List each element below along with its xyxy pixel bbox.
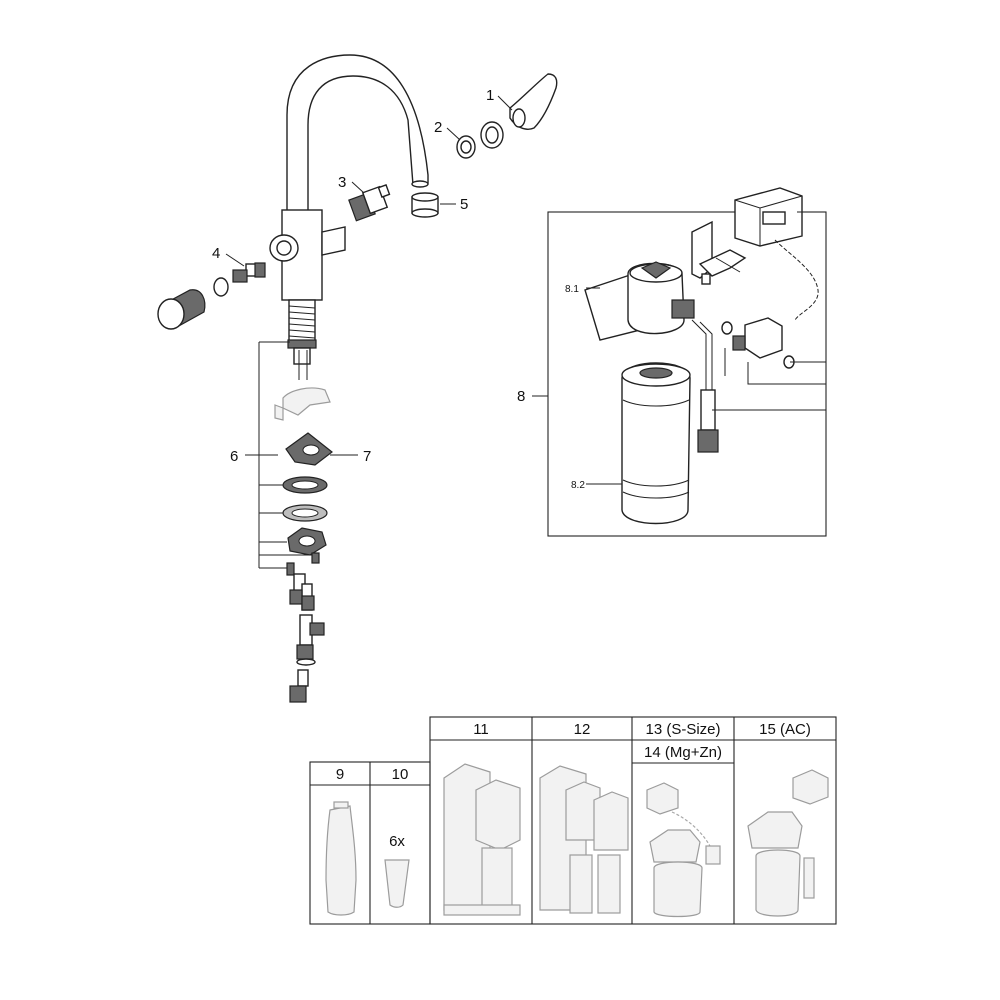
accessory-header-13: 13 (S-Size) xyxy=(645,721,720,738)
callout-2: 2 xyxy=(434,119,442,136)
callout-1: 1 xyxy=(486,87,494,104)
part-4-valve-knob xyxy=(157,253,266,330)
accessories-table xyxy=(309,716,837,925)
part-8-frame xyxy=(547,211,827,537)
part-8-filter-system xyxy=(532,187,827,537)
accessory-10-glass xyxy=(384,859,410,908)
callout-8-1: 8.1 xyxy=(565,284,579,295)
part-8-2-cartridge xyxy=(621,362,691,525)
accessory-header-11: 11 xyxy=(473,721,489,738)
callout-3: 3 xyxy=(338,174,346,191)
accessory-header-10: 10 xyxy=(392,766,409,783)
accessory-9-bottle xyxy=(325,801,357,916)
part-3-cartridge xyxy=(348,181,391,222)
accessory-11-unit xyxy=(443,763,521,916)
accessory-13-14-filter-kit xyxy=(646,782,721,918)
part-1-lever-handle xyxy=(497,73,558,130)
callout-4: 4 xyxy=(212,245,220,262)
callout-7: 7 xyxy=(363,448,371,465)
accessory-header-9: 9 xyxy=(336,766,344,783)
part-2-rings xyxy=(446,121,504,159)
accessory-10-quantity: 6x xyxy=(389,833,405,850)
accessory-12-unit xyxy=(539,765,629,914)
accessory-header-15: 15 (AC) xyxy=(759,721,811,738)
part-5-aerator xyxy=(411,192,456,218)
callout-8-2: 8.2 xyxy=(571,480,585,491)
callout-6: 6 xyxy=(230,448,238,465)
callout-5: 5 xyxy=(460,196,468,213)
faucet-spout xyxy=(286,54,429,213)
part-6-mounting-set xyxy=(245,341,358,703)
accessory-header-14: 14 (Mg+Zn) xyxy=(644,744,722,761)
callout-8: 8 xyxy=(517,388,525,405)
faucet-assembly xyxy=(269,54,429,380)
accessory-header-12: 12 xyxy=(574,721,591,738)
accessory-15-ac-kit xyxy=(747,769,829,917)
